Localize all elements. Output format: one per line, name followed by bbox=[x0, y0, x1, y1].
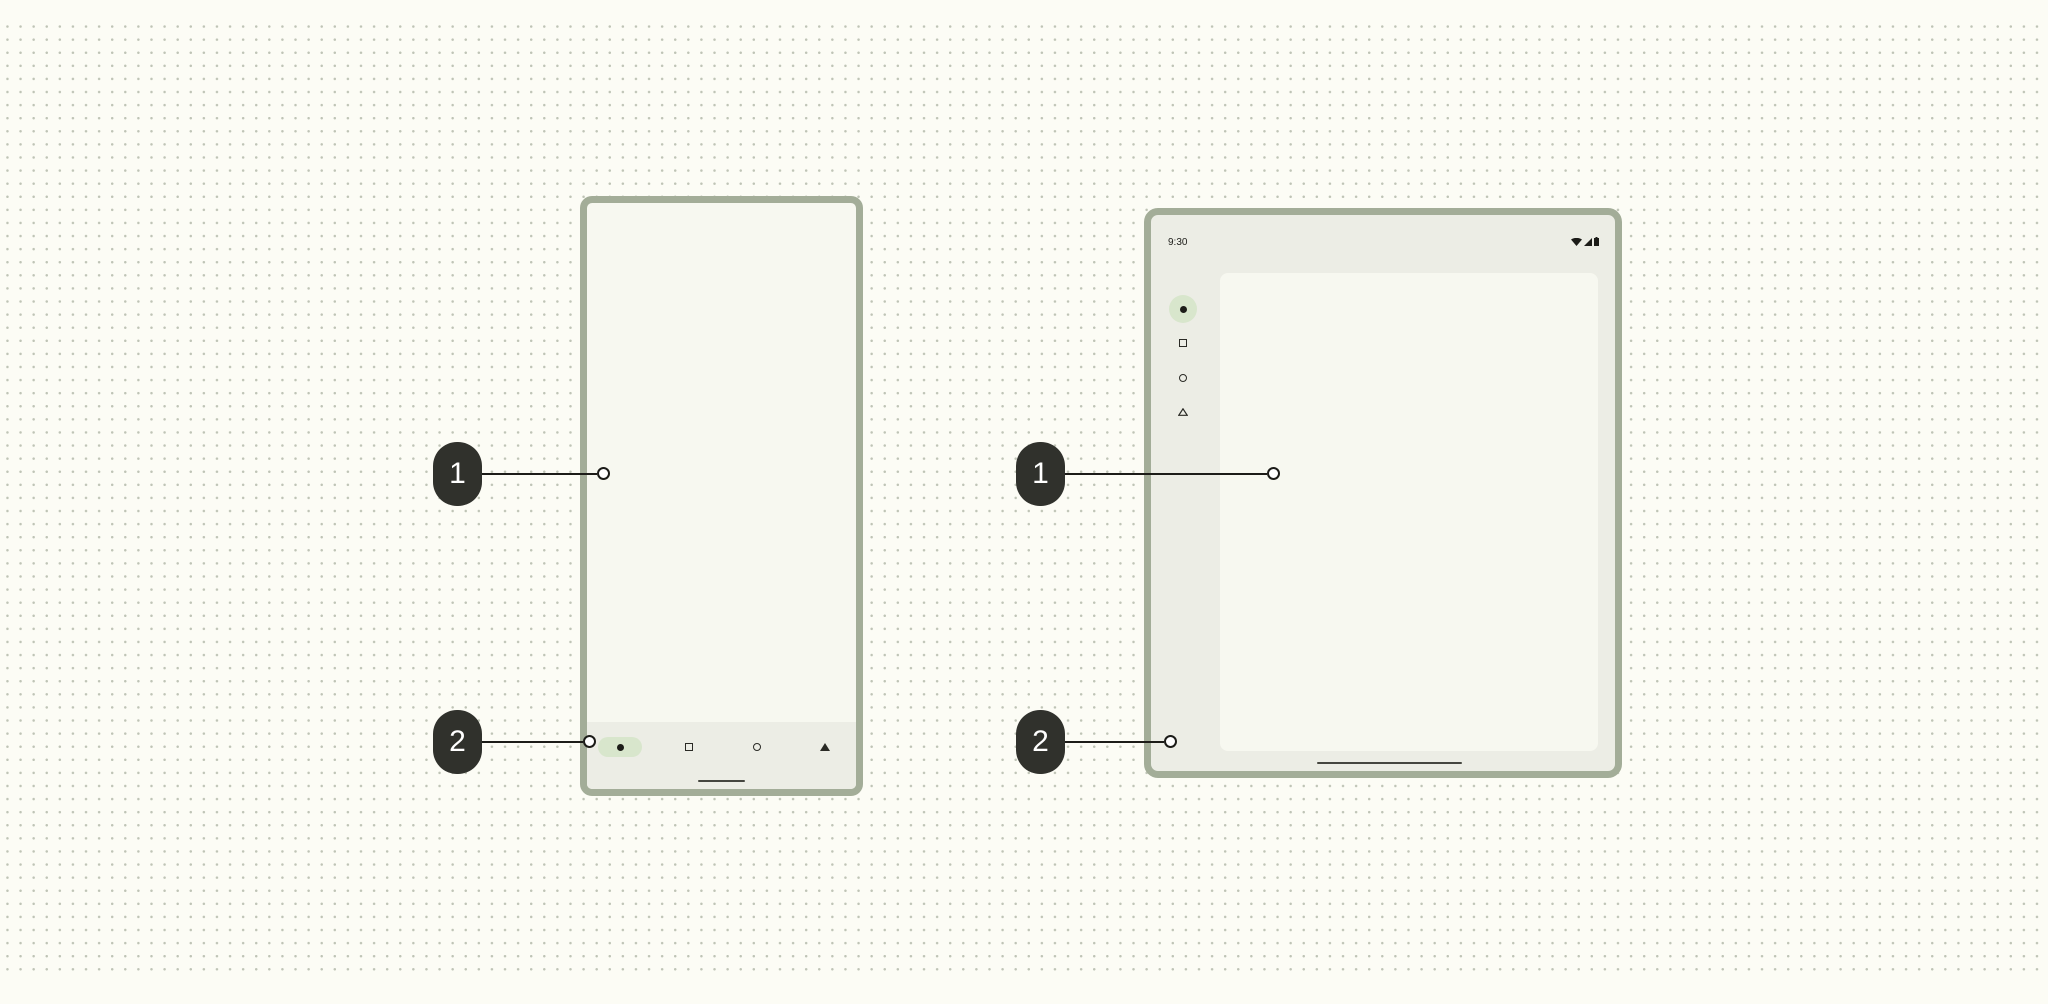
callout-leader-1 bbox=[1065, 473, 1267, 475]
nav-item-4[interactable] bbox=[803, 737, 847, 757]
nav-item-2[interactable] bbox=[667, 737, 711, 757]
nav-item-3[interactable] bbox=[735, 737, 779, 757]
callout-badge-2: 2 bbox=[433, 710, 482, 774]
status-icons bbox=[1571, 237, 1599, 246]
callout-anchor-1 bbox=[1267, 467, 1280, 480]
rail-item-4[interactable] bbox=[1169, 398, 1197, 426]
tablet-mockup: 9:30 bbox=[1144, 208, 1622, 778]
callout-leader-1 bbox=[482, 473, 597, 475]
cell-signal-icon bbox=[1584, 237, 1592, 246]
rail-item-2[interactable] bbox=[1169, 329, 1197, 357]
square-icon bbox=[1179, 339, 1187, 347]
battery-icon bbox=[1594, 237, 1599, 246]
filled-circle-icon bbox=[616, 743, 624, 751]
phone-mockup bbox=[580, 196, 863, 796]
rail-item-3[interactable] bbox=[1169, 364, 1197, 392]
navigation-bar bbox=[587, 722, 856, 789]
callout-badge-1: 1 bbox=[433, 442, 482, 506]
content-pane bbox=[1220, 273, 1598, 751]
callout-badge-1: 1 bbox=[1016, 442, 1065, 506]
gesture-handle bbox=[698, 780, 745, 782]
circle-icon bbox=[1179, 374, 1187, 382]
filled-circle-icon bbox=[1179, 305, 1187, 313]
callout-badge-2: 2 bbox=[1016, 710, 1065, 774]
gesture-handle bbox=[1317, 762, 1462, 764]
circle-icon bbox=[753, 743, 761, 751]
rail-item-1[interactable] bbox=[1169, 295, 1197, 323]
nav-item-1[interactable] bbox=[598, 737, 642, 757]
callout-leader-2 bbox=[1065, 741, 1164, 743]
callout-anchor-1 bbox=[597, 467, 610, 480]
status-time: 9:30 bbox=[1168, 237, 1188, 248]
filled-triangle-icon bbox=[820, 743, 830, 751]
wifi-icon bbox=[1571, 237, 1582, 246]
square-icon bbox=[685, 743, 693, 751]
callout-anchor-2 bbox=[1164, 735, 1177, 748]
callout-anchor-2 bbox=[583, 735, 596, 748]
callout-leader-2 bbox=[482, 741, 583, 743]
triangle-outline-icon bbox=[1178, 408, 1188, 416]
